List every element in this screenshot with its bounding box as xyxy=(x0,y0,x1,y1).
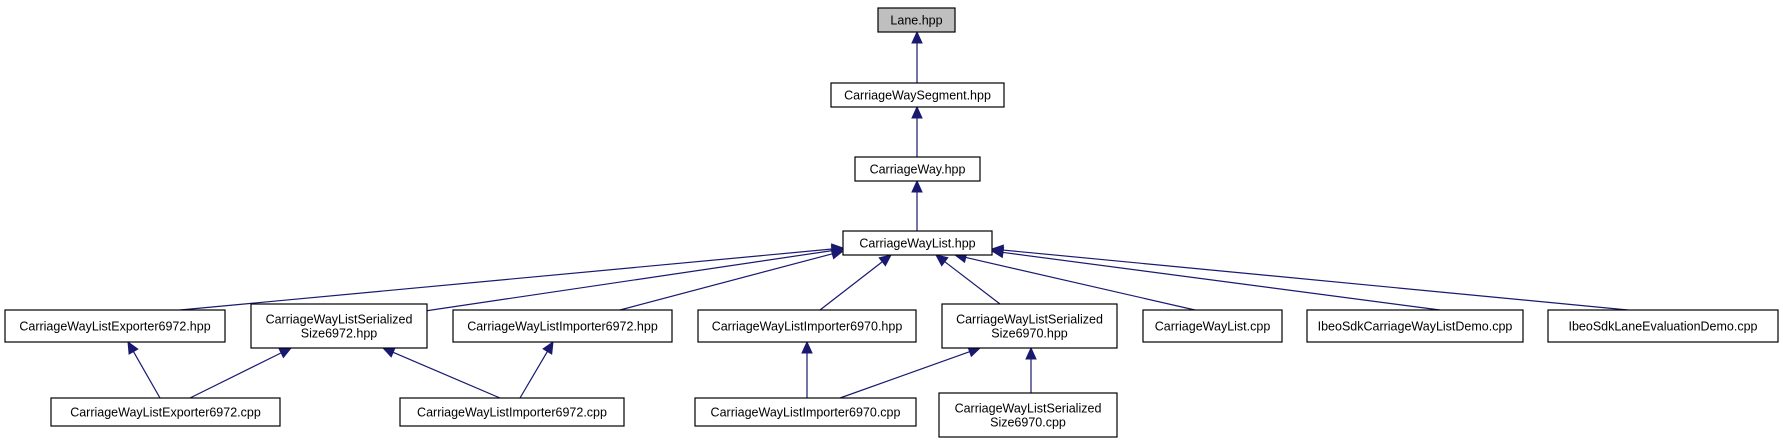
dependency-edge xyxy=(127,340,161,399)
edge-line xyxy=(1002,251,1441,311)
node-box xyxy=(1547,309,1779,343)
edges-layer xyxy=(127,30,1629,399)
node-label: CarriageWayListExporter6972.hpp xyxy=(19,320,210,334)
node-label: Size6970.hpp xyxy=(991,327,1068,341)
node-box xyxy=(877,7,956,33)
dependency-edge xyxy=(619,248,845,311)
arrowhead-icon xyxy=(381,347,396,358)
dependency-edge xyxy=(953,251,1196,311)
node-label: CarriageWayListSerialized xyxy=(266,313,413,327)
arrowhead-icon xyxy=(911,30,923,44)
edge-line xyxy=(519,351,548,399)
file-node-imp70h[interactable]: CarriageWayListImporter6970.hpp xyxy=(697,309,917,343)
file-node-imp72c[interactable]: CarriageWayListImporter6972.cpp xyxy=(399,397,625,427)
edge-line xyxy=(839,351,970,399)
edge-line xyxy=(132,351,161,399)
node-box xyxy=(1142,309,1283,343)
edge-line xyxy=(619,253,833,311)
file-node-ibeocwl[interactable]: IbeoSdkCarriageWayListDemo.cpp xyxy=(1306,309,1524,343)
edge-line xyxy=(944,261,1001,305)
dependency-edge xyxy=(819,254,892,311)
node-label: CarriageWayListSerialized xyxy=(956,313,1103,327)
edge-line xyxy=(1002,249,1629,311)
edge-line xyxy=(819,261,883,311)
file-node-lane[interactable]: Lane.hpp xyxy=(877,7,956,33)
file-node-cwlcpp[interactable]: CarriageWayList.cpp xyxy=(1142,309,1283,343)
file-node-imp70c[interactable]: CarriageWayListImporter6970.cpp xyxy=(694,397,917,427)
edge-line xyxy=(965,256,1196,311)
arrowhead-icon xyxy=(801,340,813,354)
node-box xyxy=(941,303,1118,349)
dependency-edge xyxy=(911,30,923,83)
node-label: CarriageWayListImporter6972.cpp xyxy=(417,406,607,420)
node-box xyxy=(250,303,428,349)
node-label: CarriageWayListSerialized xyxy=(955,402,1102,416)
arrowhead-icon xyxy=(1025,346,1037,360)
arrowhead-icon xyxy=(127,340,139,355)
dependency-edge xyxy=(424,245,845,312)
node-label: CarriageWayListImporter6972.hpp xyxy=(467,320,658,334)
file-node-imp72h[interactable]: CarriageWayListImporter6972.hpp xyxy=(452,309,673,343)
nodes-layer: Lane.hppCarriageWaySegment.hppCarriageWa… xyxy=(4,7,1779,438)
dependency-edge xyxy=(839,346,982,399)
arrowhead-icon xyxy=(990,244,1004,256)
node-label: CarriageWayListExporter6972.cpp xyxy=(70,406,261,420)
node-box xyxy=(694,397,917,427)
arrowhead-icon xyxy=(830,248,845,260)
dependency-edge xyxy=(990,244,1629,311)
node-box xyxy=(842,230,993,256)
dependency-edge xyxy=(381,347,501,399)
file-node-cw[interactable]: CarriageWay.hpp xyxy=(854,156,981,182)
dependency-edge xyxy=(1025,346,1037,393)
node-label: Size6972.hpp xyxy=(301,327,378,341)
edge-line xyxy=(189,352,282,399)
file-node-ibeolane[interactable]: IbeoSdkLaneEvaluationDemo.cpp xyxy=(1547,309,1779,343)
edge-line xyxy=(392,351,501,399)
node-label: CarriageWayListImporter6970.hpp xyxy=(712,320,903,334)
dependency-edge xyxy=(911,105,923,157)
arrowhead-icon xyxy=(935,254,949,267)
edge-line xyxy=(179,248,833,311)
node-box xyxy=(399,397,625,427)
arrowhead-icon xyxy=(278,347,293,359)
node-box xyxy=(452,309,673,343)
node-label: CarriageWayList.hpp xyxy=(859,237,975,251)
file-node-cws[interactable]: CarriageWaySegment.hpp xyxy=(830,82,1005,108)
arrowhead-icon xyxy=(878,254,892,267)
node-box xyxy=(697,309,917,343)
node-label: Lane.hpp xyxy=(890,14,942,28)
dependency-edge xyxy=(801,340,813,398)
file-node-exp72h[interactable]: CarriageWayListExporter6972.hpp xyxy=(4,309,226,343)
arrowhead-icon xyxy=(542,340,554,355)
file-node-exp72c[interactable]: CarriageWayListExporter6972.cpp xyxy=(50,397,281,427)
node-label: IbeoSdkCarriageWayListDemo.cpp xyxy=(1318,320,1513,334)
node-box xyxy=(1306,309,1524,343)
dependency-edge xyxy=(935,254,1001,305)
node-box xyxy=(938,392,1118,438)
dependency-edge xyxy=(189,347,293,399)
dependency-edge xyxy=(911,179,923,231)
file-node-cwl[interactable]: CarriageWayList.hpp xyxy=(842,230,993,256)
node-box xyxy=(4,309,226,343)
node-label: CarriageWayList.cpp xyxy=(1155,320,1271,334)
node-box xyxy=(830,82,1005,108)
node-label: Size6970.cpp xyxy=(990,416,1066,430)
arrowhead-icon xyxy=(911,179,923,193)
node-box xyxy=(854,156,981,182)
edge-line xyxy=(424,250,833,312)
node-label: CarriageWayListImporter6970.cpp xyxy=(711,406,901,420)
node-label: IbeoSdkLaneEvaluationDemo.cpp xyxy=(1568,320,1757,334)
node-label: CarriageWaySegment.hpp xyxy=(844,89,991,103)
arrowhead-icon xyxy=(911,105,923,119)
node-label: CarriageWay.hpp xyxy=(870,163,966,177)
dependency-edge xyxy=(519,340,554,399)
node-box xyxy=(50,397,281,427)
